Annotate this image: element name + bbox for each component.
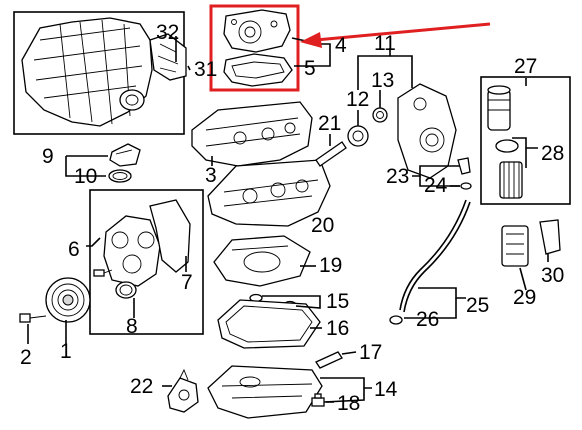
intake-manifold-part [21,17,153,127]
callout-29: 29 [513,286,536,309]
engine-mount-part [167,368,199,413]
callout-20: 20 [311,214,334,237]
timing-cover-group-frame [89,189,204,335]
callout-21: 21 [318,112,341,135]
oil-filter-group-frame [480,76,571,205]
callout-23: 23 [386,165,409,188]
highlight-frame [209,4,300,92]
callout-15: 15 [326,290,349,313]
callout-19: 19 [319,254,342,277]
oil-cooler-part [501,225,529,267]
oil-filter-element-part [499,161,523,199]
callout-25: 25 [466,294,489,317]
callout-2: 2 [20,346,32,369]
callout-28: 28 [541,142,564,165]
callout-6: 6 [68,238,80,261]
lower-timing-cover-part [103,215,161,287]
pulley-bolt-part [19,313,47,323]
dipstick-seal-part [460,182,472,190]
cover-gasket-part [223,53,293,87]
callout-11: 11 [374,32,396,55]
callout-12: 12 [346,88,369,111]
callout-10: 10 [74,165,97,188]
callout-13: 13 [371,69,394,92]
callout-24: 24 [424,174,448,197]
timing-cover-gasket-part [149,199,191,273]
intake-gasket-part [149,33,187,81]
callout-3: 3 [205,164,217,187]
callout-8: 8 [126,315,138,338]
oil-pan-gasket-part [217,299,321,349]
callout-4: 4 [335,34,347,57]
oil-filter-housing-part [487,85,511,131]
callout-32: 32 [156,21,179,44]
callout-22: 22 [130,375,153,398]
plug-cap-part [372,107,388,123]
highlight-arrow [300,22,491,48]
oil-baffle-part [213,235,311,287]
callout-5: 5 [304,57,316,80]
oil-level-sensor-part [315,351,343,369]
shaft-seal-part [347,125,369,147]
oil-filter-seal-part [495,139,519,153]
tube-o-ring-part [389,315,403,325]
timing-chain-cover-part [397,83,457,179]
callout-30: 30 [541,264,564,287]
callout-9: 9 [42,145,54,168]
callout-26: 26 [416,308,439,331]
callout-17: 17 [359,341,382,364]
callout-7: 7 [181,271,193,294]
callout-1: 1 [60,340,72,363]
callout-31: 31 [194,58,217,81]
crankshaft-pulley-part [45,277,91,323]
dipstick-tube-part [399,157,471,313]
callout-14: 14 [374,378,398,401]
valve-cover-part [191,101,313,167]
callout-16: 16 [326,317,349,340]
callout-18: 18 [337,392,360,415]
oil-pan-part [207,365,323,419]
oil-filler-cap-part [109,143,141,167]
oil-cooler-gasket-part [539,219,561,255]
callout-numbers: 1 2 3 4 5 6 7 8 9 10 11 12 13 14 15 16 1… [20,21,564,415]
filler-cap-seal-part [108,169,132,183]
cylinder-head-part [207,159,331,227]
callout-27: 27 [514,55,537,78]
cover-bolt-part [93,269,113,277]
breather-hose-part [315,141,347,167]
timing-cover-upper-part [223,9,291,53]
seal-ring-part [115,281,137,299]
